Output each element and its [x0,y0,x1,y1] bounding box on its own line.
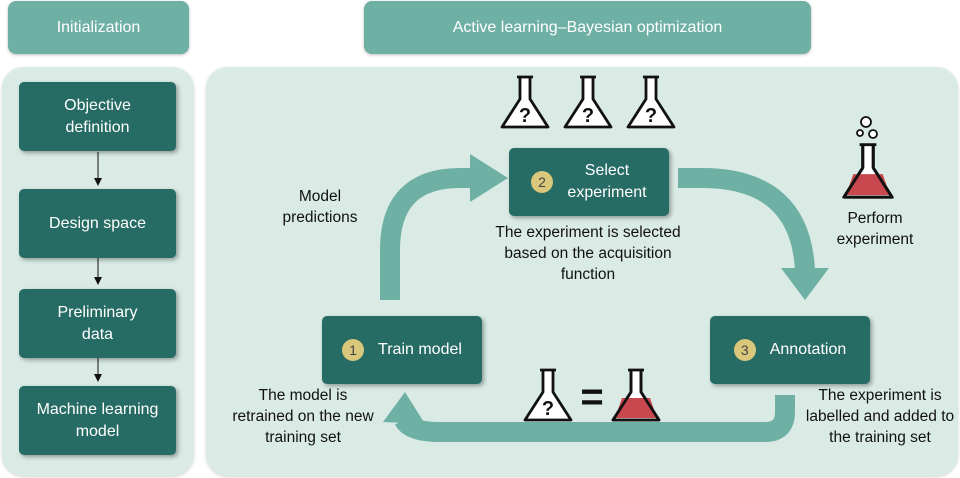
labelled-note: The experiment is labelled and added to … [805,387,955,446]
flask-question-icon [523,368,573,422]
flask-question-icon [500,75,550,129]
select-experiment-label: Select experiment [567,162,647,201]
machine-learning-model-label: Machine learning model [36,400,159,440]
retrain-note: The model is retrained on the new traini… [232,387,374,446]
initialization-header-label: Initialization [56,18,141,36]
step-badge: 2 [531,171,553,193]
flask-filled-icon [842,143,894,199]
model-predictions-note: Model predictions [282,188,358,226]
active-learning-header-label: Active learning–Bayesian optimization [452,18,723,36]
step-badge: 1 [342,339,365,361]
preliminary-data-box: Preliminary data [19,289,176,358]
preliminary-data-label: Preliminary data [57,303,138,343]
select-description-note: The experiment is selected based on the … [495,224,681,283]
equals-sign: = [580,375,603,419]
objective-definition-label: Objective definition [64,96,131,136]
flask-question-icon [626,75,676,129]
active-learning-header: Active learning–Bayesian optimization [364,1,811,54]
annotation-box: 3 Annotation [710,316,870,384]
objective-definition-box: Objective definition [19,82,176,151]
arrow-train-to-select [380,154,508,300]
design-space-label: Design space [49,214,146,232]
active-learning-panel [206,67,958,476]
bubbles-icon [856,116,878,139]
flask-filled-icon [611,368,661,422]
perform-experiment-note: Perform experiment [836,210,914,248]
flask-question-icon [563,75,613,129]
machine-learning-model-box: Machine learning model [19,386,176,455]
arrow-select-to-annotation [678,168,829,300]
train-model-box: 1 Train model [322,316,482,384]
arrow-annotation-to-train [383,392,795,442]
step-badge: 3 [733,339,756,361]
select-experiment-box: 2 Select experiment [509,148,669,216]
annotation-label: Annotation [769,341,847,358]
train-model-label: Train model [378,341,462,358]
initialization-header: Initialization [8,1,189,54]
design-space-box: Design space [19,189,176,258]
